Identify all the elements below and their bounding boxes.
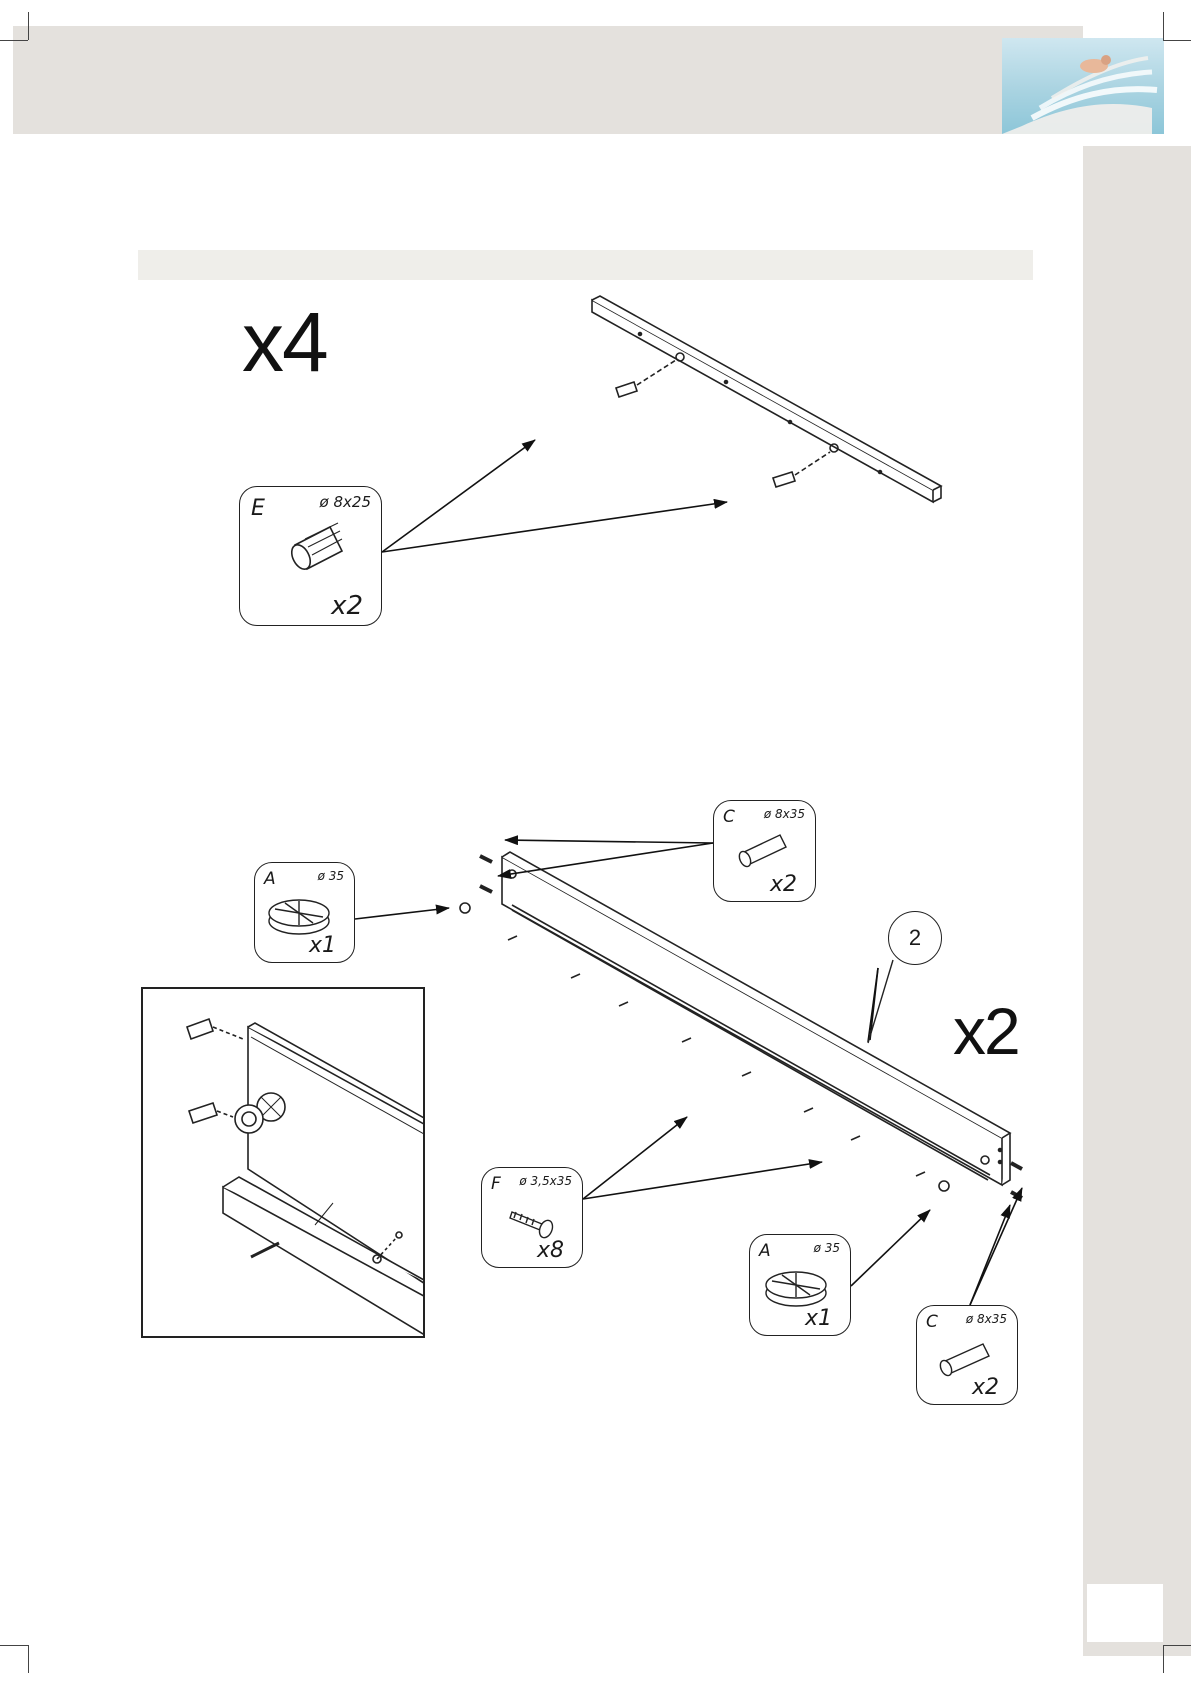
cam-lock-icon [255, 863, 356, 964]
part-callout-c-bottom: C ø 8x35 x2 [916, 1305, 1018, 1405]
detail-inset [141, 987, 425, 1338]
part-callout-f: F ø 3,5x35 x8 [481, 1167, 583, 1268]
part-callout-a-left: A ø 35 x1 [254, 862, 355, 963]
component-number: 2 [888, 911, 942, 965]
part-callout-c-top: C ø 8x35 x2 [713, 800, 816, 902]
step-multiplier: x4 [242, 300, 327, 384]
cam-lock-icon [750, 1235, 852, 1337]
part-quantity: x1 [309, 933, 336, 958]
part-quantity: x2 [770, 872, 797, 897]
step-multiplier: x2 [953, 998, 1019, 1064]
part-quantity: x2 [972, 1375, 999, 1400]
part-callout-e: E ø 8x25 x2 [239, 486, 382, 626]
screw-icon [482, 1168, 584, 1269]
part-quantity: x1 [805, 1306, 832, 1331]
detail-illustration [143, 989, 425, 1338]
part-callout-a-right: A ø 35 x1 [749, 1234, 851, 1336]
dowel-icon [714, 801, 817, 903]
dowel-icon [917, 1306, 1019, 1406]
part-quantity: x8 [537, 1238, 564, 1263]
part-quantity: x2 [331, 591, 363, 621]
